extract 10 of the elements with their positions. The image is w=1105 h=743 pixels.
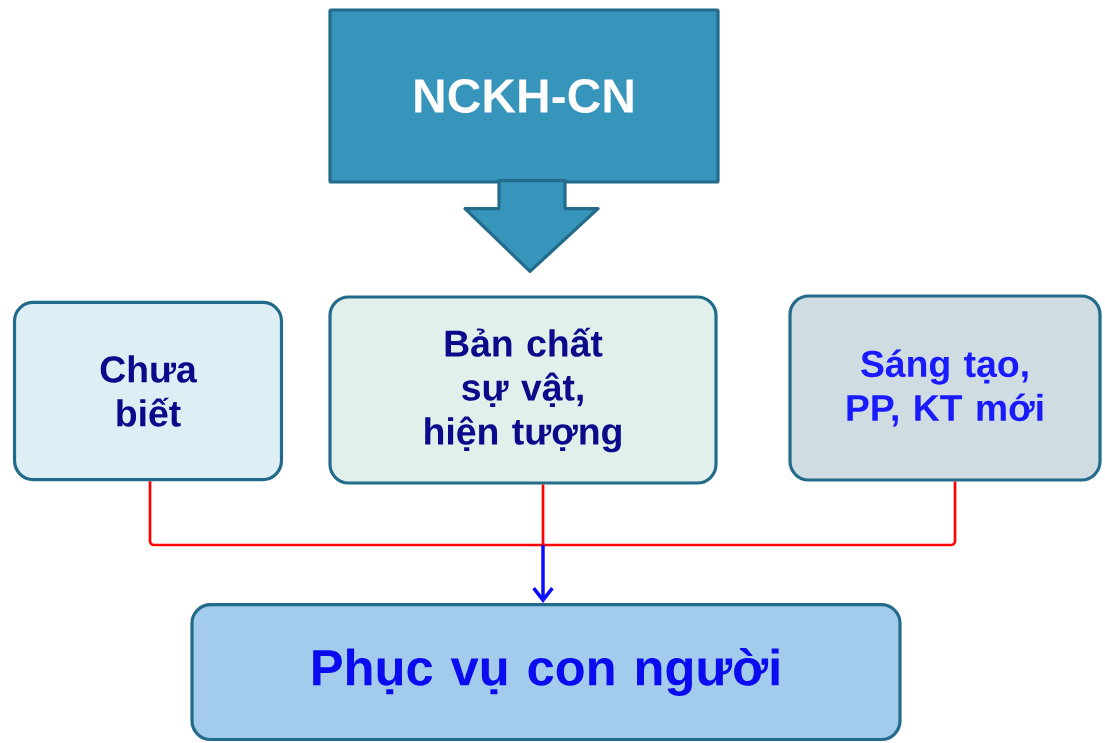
connector-line: [148, 481, 543, 547]
connector-line: [543, 481, 957, 547]
process-box: Chưa biết: [12, 300, 284, 482]
process-box: Bản chất sự vật, hiện tượng: [328, 295, 718, 485]
process-box: Sáng tạo, PP, KT mới: [788, 294, 1102, 482]
block-arrow: [463, 179, 600, 273]
arrow: [532, 545, 554, 603]
result-box: Phục vụ con người: [190, 602, 902, 742]
title-box: NCKH-CN: [328, 8, 720, 184]
connector-line: [541, 484, 545, 545]
